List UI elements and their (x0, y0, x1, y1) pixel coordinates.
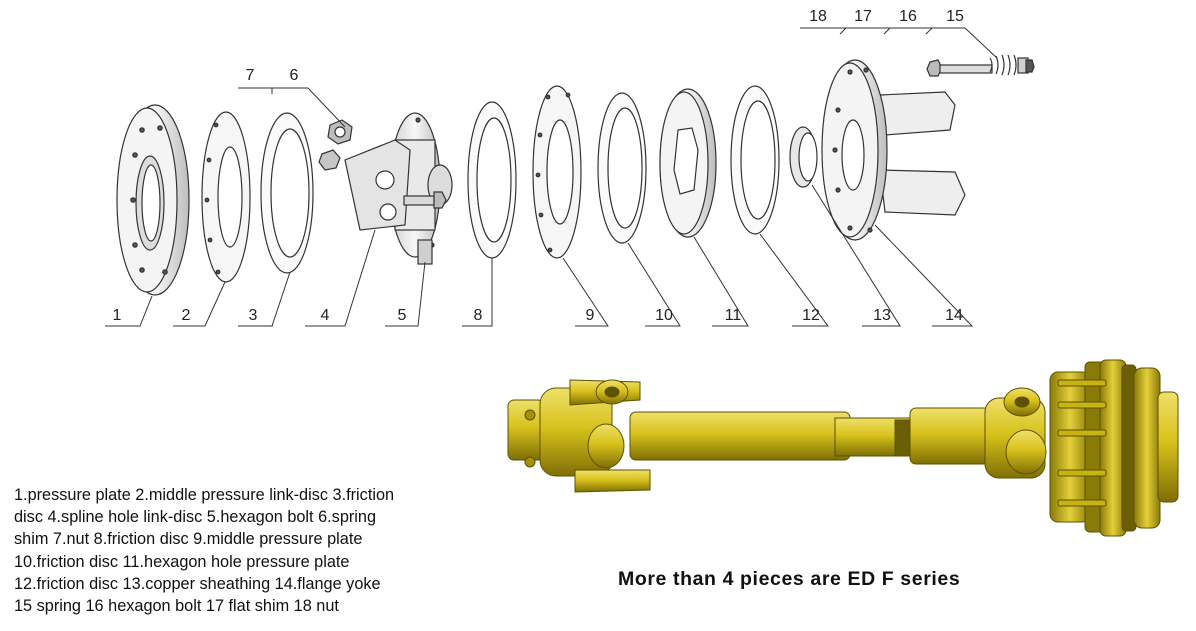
leader-lines (105, 27, 998, 327)
legend-line: 12.friction disc 13.copper sheathing 14.… (14, 574, 381, 593)
part-15-18-spring-bolt (926, 54, 1035, 77)
part-2-link-disc (201, 111, 251, 283)
callout-18: 18 (809, 8, 827, 25)
callout-8: 8 (474, 307, 483, 324)
callout-16: 16 (899, 8, 917, 25)
legend-line: 1.pressure plate 2.middle pressure link-… (14, 486, 395, 504)
part-3-friction-disc (260, 112, 314, 274)
callout-3: 3 (249, 307, 258, 324)
part-4-spline-hub (344, 112, 453, 258)
callout-12: 12 (802, 307, 820, 324)
callout-13: 13 (873, 307, 891, 324)
callout-5: 5 (398, 307, 407, 324)
legend-line: shim 7.nut 8.friction disc 9.middle pres… (14, 530, 363, 549)
part-10-friction-disc (597, 92, 647, 244)
callout-11: 11 (725, 307, 742, 324)
series-tagline: More than 4 pieces are ED F series (618, 568, 961, 590)
callout-15: 15 (946, 8, 964, 25)
part-5-hexagon-bolt (403, 191, 447, 265)
part-1-pressure-plate (116, 104, 190, 296)
part-14-flange-yoke (821, 59, 966, 241)
legend-line: 10.friction disc 11.hexagon hole pressur… (14, 552, 350, 571)
callout-7: 7 (246, 67, 255, 84)
callout-4: 4 (321, 307, 330, 324)
callout-1: 1 (113, 307, 122, 324)
callout-17: 17 (854, 8, 872, 25)
part-12-friction-disc (730, 85, 780, 235)
part-13-copper-sheathing (789, 126, 818, 188)
callout-6: 6 (290, 67, 299, 84)
legend-line: 15 spring 16 hexagon bolt 17 flat shim 1… (14, 597, 339, 616)
callout-10: 10 (655, 307, 673, 324)
callout-9: 9 (586, 307, 595, 324)
pto-shaft-photo (507, 359, 1179, 537)
parts-legend: 1.pressure plate 2.middle pressure link-… (14, 484, 484, 617)
legend-line: disc 4.spline hole link-disc 5.hexagon b… (14, 508, 377, 527)
callout-14: 14 (945, 307, 963, 324)
part-8-friction-disc (467, 101, 517, 259)
part-11-hex-hole-plate (659, 88, 717, 238)
callout-2: 2 (182, 307, 191, 324)
part-9-middle-pressure-plate (532, 85, 582, 259)
part-6-7-nut-shim (318, 119, 353, 171)
